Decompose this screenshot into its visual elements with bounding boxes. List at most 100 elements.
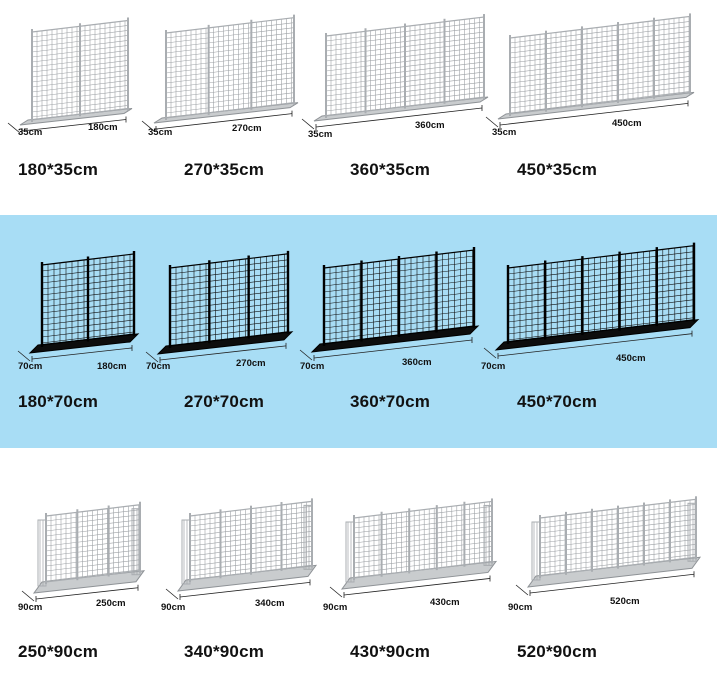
dimension-lines: [17, 344, 133, 362]
grid-panel: [539, 514, 567, 578]
shelf-drawing: [165, 498, 318, 600]
grid-panel: [669, 498, 697, 563]
product-title: 450*70cm: [517, 392, 598, 411]
length-label: 520cm: [610, 596, 640, 607]
end-panel: [37, 508, 141, 587]
depth-label: 35cm: [18, 127, 42, 138]
dimension-lines: [7, 116, 127, 134]
shelf-drawing: [485, 13, 695, 128]
dimension-lines: [301, 105, 483, 130]
dimension-lines: [515, 571, 695, 596]
length-label: 340cm: [255, 598, 285, 609]
dimension-lines: [141, 110, 293, 132]
grid-panel: [86, 253, 135, 342]
grid-panel: [247, 253, 289, 339]
grid-panel: [364, 25, 406, 114]
shelf-drawing: [145, 250, 294, 363]
end-panel: [345, 504, 493, 583]
length-label: 180cm: [88, 122, 118, 133]
grid-panel: [360, 258, 400, 342]
length-label: 430cm: [430, 597, 460, 608]
shelf-base: [526, 556, 702, 588]
shelf-drawing: [329, 498, 498, 598]
length-label: 450cm: [612, 118, 642, 129]
product-title: 180*70cm: [18, 392, 99, 411]
dimension-lines: [165, 579, 311, 600]
product-title: 340*90cm: [184, 642, 265, 661]
grid-panel: [591, 507, 619, 572]
shelf-drawing: [21, 501, 146, 602]
product-title: 520*90cm: [517, 642, 598, 661]
depth-label: 90cm: [323, 602, 347, 613]
product-title: 270*70cm: [184, 392, 265, 411]
depth-label: 90cm: [161, 602, 185, 613]
depth-label: 70cm: [481, 361, 505, 372]
product-title: 360*35cm: [350, 160, 431, 179]
product-title: 450*35cm: [517, 160, 598, 179]
depth-label: 70cm: [146, 361, 170, 372]
grid-panel: [565, 511, 593, 575]
length-label: 270cm: [236, 358, 266, 369]
grid-panel: [76, 507, 110, 581]
shelf-drawing: [299, 247, 480, 361]
length-label: 270cm: [232, 123, 262, 134]
grid-panel: [40, 258, 89, 347]
dimension-lines: [299, 337, 473, 361]
grid-panel: [31, 25, 81, 122]
product-title: 270*35cm: [184, 160, 265, 179]
product-title: 360*70cm: [350, 392, 431, 411]
grid-panel: [435, 504, 465, 571]
grid-panel: [408, 507, 438, 574]
shelf-drawing: [7, 17, 133, 134]
product-title: 180*35cm: [18, 160, 99, 179]
length-label: 250cm: [96, 598, 126, 609]
dimension-lines: [483, 330, 693, 359]
shelf-drawing: [483, 242, 700, 359]
grid-panel: [79, 19, 129, 117]
grid-panel: [397, 253, 438, 337]
dimension-lines: [485, 100, 689, 128]
dimension-lines: [21, 584, 139, 602]
length-label: 360cm: [402, 357, 432, 368]
length-label: 360cm: [415, 120, 445, 131]
depth-label: 90cm: [18, 602, 42, 613]
grid-panel: [643, 501, 671, 566]
grid-panel: [208, 257, 250, 344]
shelf-drawing: [301, 14, 489, 130]
depth-label: 70cm: [300, 361, 324, 372]
shelf-drawing: [141, 14, 299, 132]
length-label: 180cm: [97, 361, 127, 372]
depth-label: 35cm: [308, 129, 332, 140]
length-label: 450cm: [616, 353, 646, 364]
grid-panel: [545, 28, 583, 112]
depth-label: 35cm: [492, 127, 516, 138]
dimension-lines: [145, 342, 287, 363]
product-title: 430*90cm: [350, 642, 431, 661]
depth-label: 70cm: [18, 361, 42, 372]
grid-panel: [617, 20, 655, 104]
depth-label: 90cm: [508, 602, 532, 613]
shelf-drawing: [17, 250, 140, 362]
depth-label: 35cm: [148, 127, 172, 138]
end-panel: [181, 504, 313, 585]
dimension-lines: [329, 575, 491, 598]
grid-panel: [207, 22, 252, 115]
grid-panel: [617, 504, 645, 569]
shelf-drawing: [515, 496, 702, 596]
product-title: 250*90cm: [18, 642, 99, 661]
grid-panel: [655, 245, 695, 327]
end-panel: [531, 502, 697, 581]
grid-panel: [250, 16, 295, 110]
